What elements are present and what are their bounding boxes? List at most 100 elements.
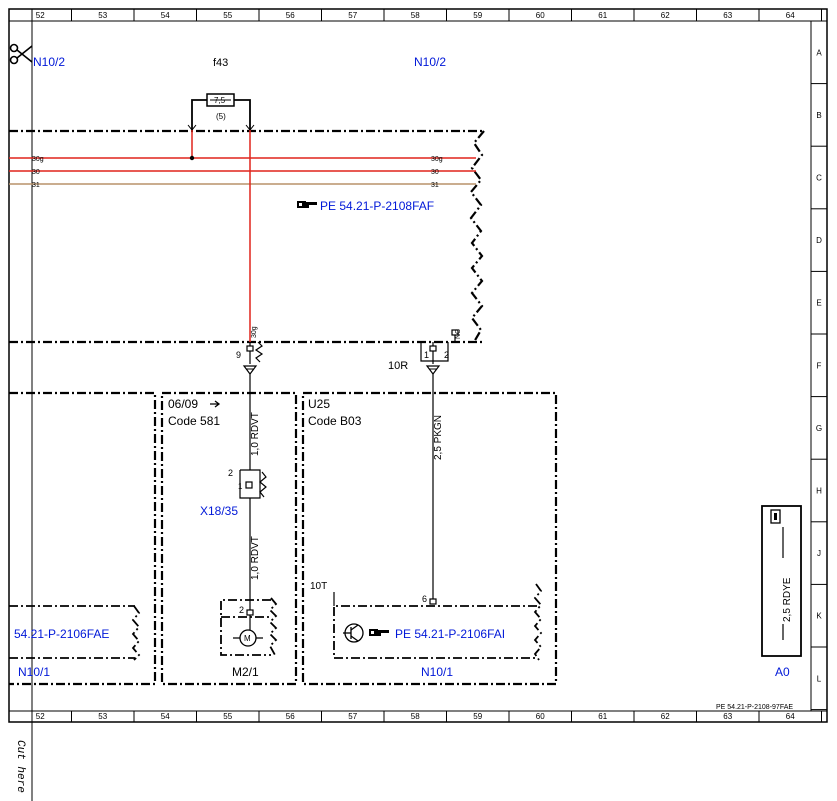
row-label: K <box>816 612 822 621</box>
code-date-label: 06/09 <box>168 397 198 411</box>
column-label: 64 <box>786 712 795 721</box>
pin-1-label: 1 <box>424 350 429 360</box>
column-label: 55 <box>223 712 232 721</box>
column-label: 56 <box>286 712 295 721</box>
m2-1-cut-edge <box>268 597 278 656</box>
fuse-name-label: f43 <box>213 57 228 69</box>
column-label: 59 <box>473 712 482 721</box>
ref-fae-label: 54.21-P-2106FAE <box>14 627 109 641</box>
rdye-label-bg <box>775 558 791 624</box>
code-b03-label: Code B03 <box>308 414 362 428</box>
column-label: 64 <box>786 11 795 20</box>
row-label: A <box>816 48 822 57</box>
column-label: 60 <box>536 11 545 20</box>
column-label: 63 <box>723 11 732 20</box>
row-label: D <box>816 236 822 245</box>
bus-junction-dot <box>189 155 195 161</box>
u25-boundary <box>301 391 558 686</box>
connector-10r <box>420 329 459 364</box>
row-label: C <box>816 174 822 183</box>
column-label: 62 <box>661 712 670 721</box>
diagram-frame <box>8 8 828 723</box>
column-label: 58 <box>411 11 420 20</box>
row-label: J <box>817 549 821 558</box>
bus-30-label-right: 30 <box>431 169 439 176</box>
x18-pin-inner-label: 1 <box>238 482 243 491</box>
column-label: 58 <box>411 712 420 721</box>
column-label: 57 <box>348 11 357 20</box>
fuse-f43 <box>191 93 251 130</box>
ref-faf-label: PE 54.21-P-2108FAF <box>320 199 434 213</box>
arrow-right-icon <box>210 400 221 408</box>
connector-pin-9 <box>246 341 264 364</box>
u25-label: U25 <box>308 397 330 411</box>
n10-2-right-label: N10/2 <box>414 55 446 69</box>
column-label: 59 <box>473 11 482 20</box>
drop-30g-label: 30g <box>251 326 258 338</box>
column-ticks <box>71 9 822 722</box>
column-label: 62 <box>661 11 670 20</box>
n10-1-pin-label: 6 <box>422 594 427 604</box>
column-label: 56 <box>286 11 295 20</box>
column-label: 52 <box>36 11 45 20</box>
bus-30-label-left: 30 <box>32 169 40 176</box>
transistor-icon <box>343 623 364 643</box>
row-label: B <box>816 111 821 120</box>
x18-35-connector <box>239 469 267 530</box>
rdvt-upper-label: 1,0 RDVT <box>250 412 261 456</box>
x18-35-label: X18/35 <box>200 504 238 518</box>
a0-legend-box <box>761 505 802 657</box>
pointing-hand-icon-fai <box>369 629 389 636</box>
nc-label: NC <box>455 329 462 339</box>
column-label: 55 <box>223 11 232 20</box>
svg-text:M: M <box>244 634 251 643</box>
info-icon <box>770 509 781 524</box>
n10-2-left-label: N10/2 <box>33 55 65 69</box>
code-581-boundary <box>160 391 298 686</box>
ground-icon <box>242 365 258 375</box>
row-label: F <box>817 361 822 370</box>
row-label: H <box>816 487 822 496</box>
row-label: G <box>816 424 822 433</box>
n10-1-left-cut-edge <box>131 605 141 661</box>
cut-here-label: Cut here <box>14 740 26 793</box>
bus-30g-label-left: 30g <box>32 156 44 163</box>
pin-9-label: 9 <box>236 350 241 360</box>
a0-label: A0 <box>775 665 790 679</box>
m2-1-label: M2/1 <box>232 665 259 679</box>
n10-1-left-boundary <box>9 391 157 686</box>
n10-2-boundary <box>9 129 484 344</box>
column-label: 61 <box>598 11 607 20</box>
connector-10r-label: 10R <box>388 360 408 372</box>
motor-icon: M <box>233 629 263 647</box>
m2-pin-label: 2 <box>239 605 244 615</box>
n10-1-left-label: N10/1 <box>18 665 50 679</box>
bus-31-label-right: 31 <box>431 182 439 189</box>
column-label: 60 <box>536 712 545 721</box>
x18-pin-outer-label: 2 <box>228 468 233 478</box>
column-label: 53 <box>98 11 107 20</box>
column-label: 53 <box>98 712 107 721</box>
column-labels-top: 52 53 54 55 56 57 58 59 60 61 62 63 64 <box>36 11 795 20</box>
rdye-label: 2,5 RDYE <box>782 577 793 622</box>
column-label: 61 <box>598 712 607 721</box>
code-581-label: Code 581 <box>168 414 220 428</box>
lower-boundaries <box>9 391 558 686</box>
n10-1-left-component <box>9 605 135 659</box>
n10-1-right-component <box>333 605 537 659</box>
n10-2-cut-edge <box>469 130 485 343</box>
ref-fai-label: PE 54.21-P-2106FAI <box>395 627 505 641</box>
m2-1-component <box>220 599 271 656</box>
n10-1-pin-contact <box>429 598 437 605</box>
m2-pin-contact <box>246 609 254 616</box>
column-label: 54 <box>161 11 170 20</box>
column-label: 63 <box>723 712 732 721</box>
fuse-value-label: 7,5 <box>214 96 226 105</box>
pin-2-label: 2 <box>444 350 449 360</box>
ground-icon-10r <box>425 365 441 375</box>
n10-1-right-cut-edge <box>533 583 543 661</box>
scissors-icon <box>9 43 33 65</box>
